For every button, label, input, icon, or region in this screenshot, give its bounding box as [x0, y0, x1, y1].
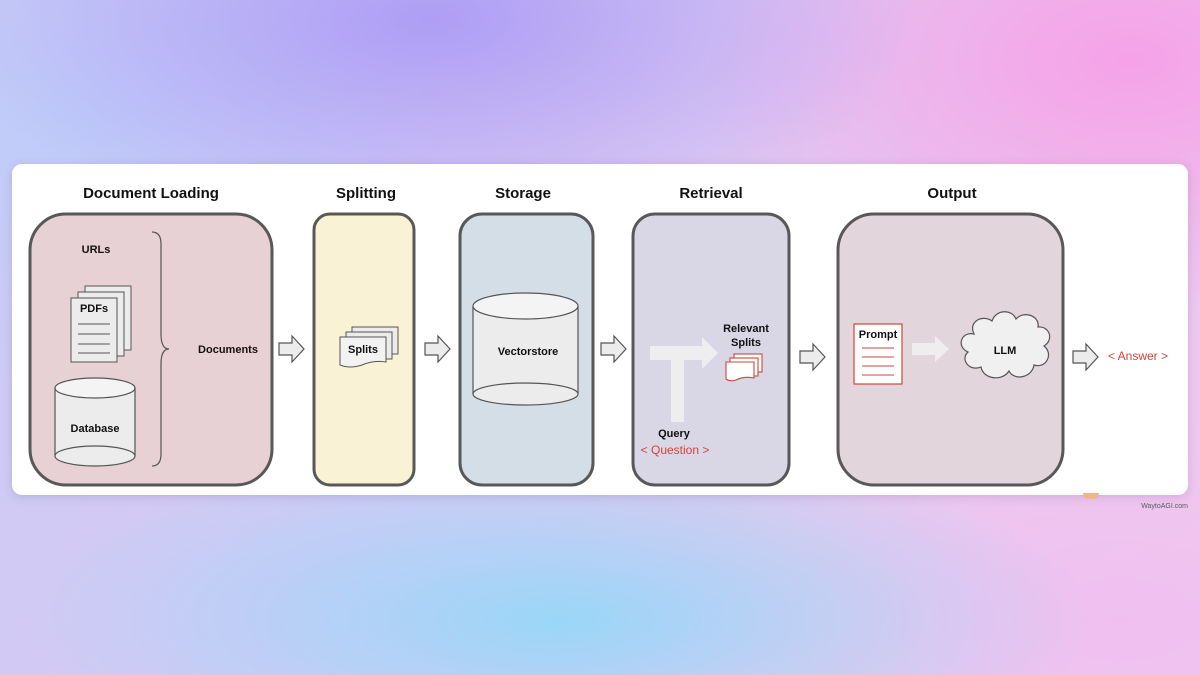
pdfs-label: PDFs: [80, 303, 108, 315]
pipeline-diagram: Document Loading Splitting Storage Retri…: [28, 185, 1168, 487]
flow-arrow-icon: [424, 334, 451, 364]
corner-badge: [1083, 493, 1099, 499]
pipeline-diagram-card: Document Loading Splitting Storage Retri…: [12, 164, 1188, 495]
stage-title-splitting: Splitting: [336, 185, 396, 202]
brace-icon: [151, 231, 170, 467]
database-label: Database: [71, 423, 120, 435]
documents-label: Documents: [198, 344, 258, 356]
stage-title-storage: Storage: [495, 185, 551, 202]
database-icon: [54, 377, 136, 467]
retrieval-flow-arrow-icon: [650, 337, 718, 422]
stage-title-retrieval: Retrieval: [679, 185, 742, 202]
splits-stack-icon: [339, 326, 399, 368]
output-panel: [836, 212, 1065, 487]
prompt-document-icon: [853, 323, 903, 385]
llm-cloud-icon: [960, 311, 1051, 379]
pdf-stack-icon: [70, 285, 132, 363]
llm-label: LLM: [994, 345, 1017, 357]
relevant-splits-icon: [725, 353, 763, 382]
question-placeholder: < Question >: [641, 443, 710, 457]
stage-title-output: Output: [927, 185, 976, 202]
prompt-label: Prompt: [859, 329, 898, 341]
vectorstore-icon: [472, 292, 579, 406]
flow-arrow-icon: [799, 342, 826, 372]
urls-label: URLs: [82, 244, 111, 256]
flow-arrow-icon: [278, 334, 305, 364]
query-label: Query: [658, 428, 691, 440]
relevant-splits-label: Splits: [731, 337, 761, 349]
answer-placeholder: < Answer >: [1108, 349, 1168, 363]
flow-arrow-icon: [1072, 342, 1099, 372]
stage-title-document-loading: Document Loading: [83, 185, 219, 202]
relevant-label: Relevant: [723, 323, 769, 335]
prompt-to-llm-arrow-icon: [912, 336, 949, 362]
flow-arrow-icon: [600, 334, 627, 364]
vectorstore-label: Vectorstore: [498, 346, 559, 358]
splits-label: Splits: [348, 344, 378, 356]
watermark: WaytoAGI.com: [1141, 503, 1188, 510]
